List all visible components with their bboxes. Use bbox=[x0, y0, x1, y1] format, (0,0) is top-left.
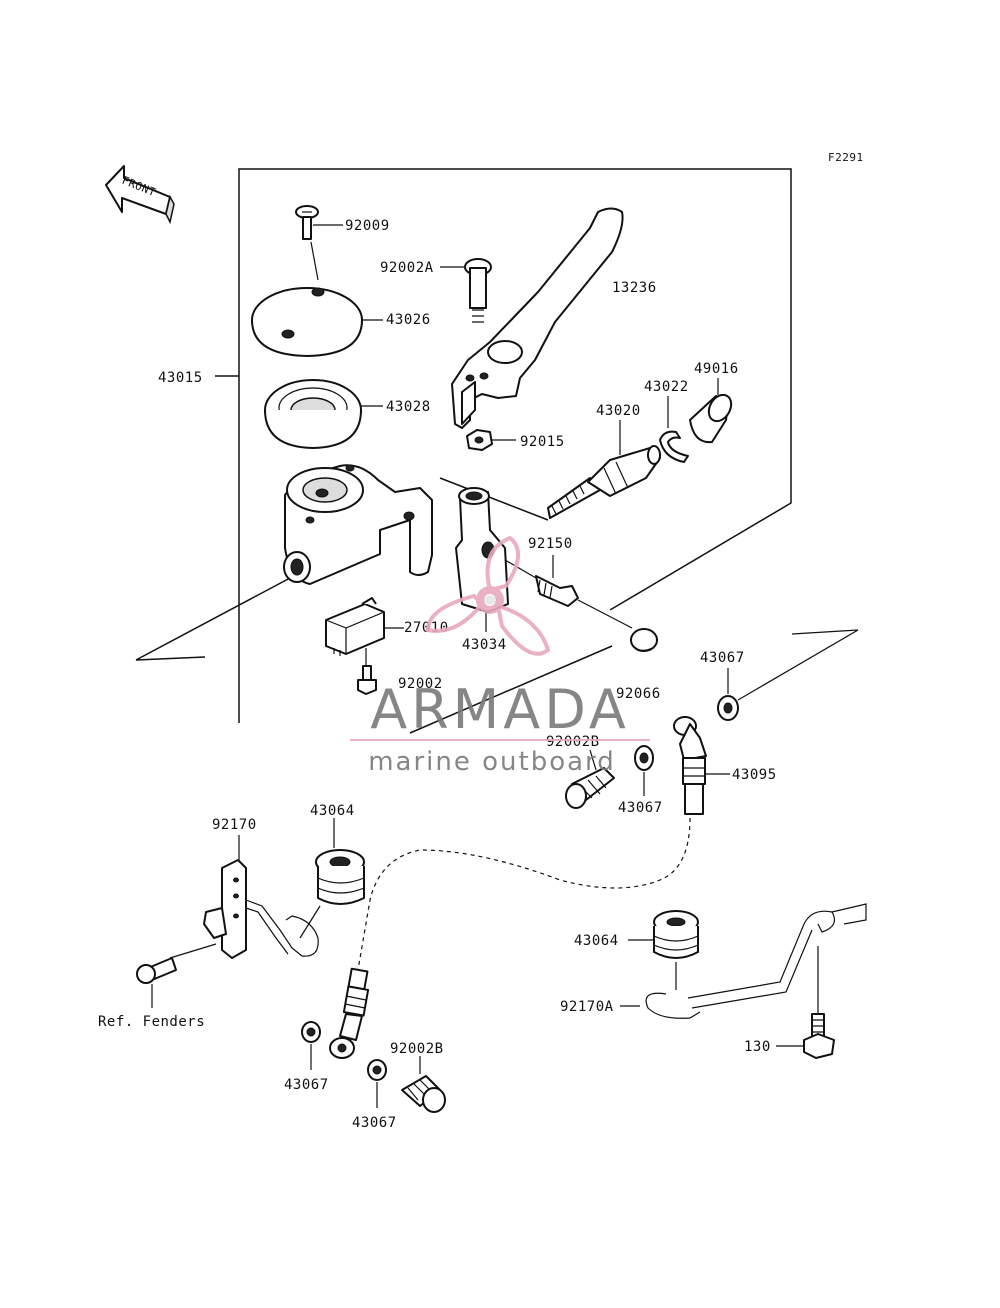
label-92170A: 92170A bbox=[560, 999, 614, 1015]
bracket-92170A bbox=[620, 903, 867, 1019]
washer-43067-upper bbox=[717, 629, 859, 721]
clamp-43034 bbox=[455, 487, 509, 632]
bolt-92150 bbox=[504, 555, 633, 629]
watermark-brand: ARMADA bbox=[370, 678, 630, 741]
label-130: 130 bbox=[744, 1039, 771, 1055]
label-43028: 43028 bbox=[386, 399, 431, 415]
label-92015: 92015 bbox=[520, 434, 565, 450]
label-43067-lower-right: 43067 bbox=[352, 1115, 397, 1131]
boot-49016 bbox=[689, 378, 733, 444]
label-92170: 92170 bbox=[212, 817, 257, 833]
figure-code: F2291 bbox=[828, 151, 864, 164]
label-43022: 43022 bbox=[644, 379, 689, 395]
circlip-43022 bbox=[659, 396, 689, 463]
watermark-tagline: marine outboard bbox=[368, 747, 616, 777]
screw-92009 bbox=[295, 205, 343, 281]
washer-43067-lower-right bbox=[367, 1059, 387, 1108]
label-43034: 43034 bbox=[462, 637, 507, 653]
armada-watermark: ARMADA marine outboard bbox=[350, 535, 650, 777]
label-43095: 43095 bbox=[732, 767, 777, 783]
label-92002: 92002 bbox=[398, 676, 443, 692]
bolt-ref-fenders bbox=[136, 943, 217, 1008]
label-43067-mid: 43067 bbox=[618, 800, 663, 816]
label-ref-fenders: Ref. Fenders bbox=[98, 1014, 205, 1030]
label-43015: 43015 bbox=[158, 370, 203, 386]
washer-43067-lower-left bbox=[301, 1021, 321, 1070]
hose-lower-fitting bbox=[329, 967, 370, 1059]
washer-43067-mid bbox=[634, 745, 654, 796]
brake-lever-13236 bbox=[451, 207, 624, 429]
front-arrow-icon: FRONT bbox=[105, 165, 175, 225]
reservoir-cap-43026 bbox=[251, 287, 383, 357]
propeller-logo-icon bbox=[425, 535, 551, 656]
label-92009: 92009 bbox=[345, 218, 390, 234]
cap-92066 bbox=[630, 628, 658, 652]
grommet-43064-right bbox=[628, 910, 699, 990]
master-cylinder-body bbox=[283, 464, 433, 585]
banjo-bolt-92002B-lower bbox=[401, 1056, 446, 1113]
banjo-bolt-92002B-upper bbox=[565, 749, 615, 809]
pivot-bolt-92002A bbox=[440, 258, 492, 323]
label-49016: 49016 bbox=[694, 361, 739, 377]
label-43067-lower-left: 43067 bbox=[284, 1077, 329, 1093]
bolt-130 bbox=[776, 946, 835, 1059]
label-92002A: 92002A bbox=[380, 260, 434, 276]
switch-27010 bbox=[325, 597, 404, 656]
label-92150: 92150 bbox=[528, 536, 573, 552]
label-13236: 13236 bbox=[612, 280, 657, 296]
label-43064-right: 43064 bbox=[574, 933, 619, 949]
bracket-92170 bbox=[203, 835, 319, 959]
label-43067-upper: 43067 bbox=[700, 650, 745, 666]
label-92002B-upper: 92002B bbox=[546, 734, 600, 750]
grommet-43064-left bbox=[299, 818, 365, 939]
label-43020: 43020 bbox=[596, 403, 641, 419]
label-43026: 43026 bbox=[386, 312, 431, 328]
label-92066: 92066 bbox=[616, 686, 661, 702]
hose-43095 bbox=[357, 716, 730, 971]
diaphragm-43028 bbox=[264, 379, 383, 449]
label-92002B-lower: 92002B bbox=[390, 1041, 444, 1057]
screw-92002 bbox=[357, 648, 377, 695]
assembly-outline bbox=[135, 168, 792, 734]
nut-92015 bbox=[466, 429, 516, 451]
label-43064-left: 43064 bbox=[310, 803, 355, 819]
piston-43020 bbox=[547, 420, 661, 519]
